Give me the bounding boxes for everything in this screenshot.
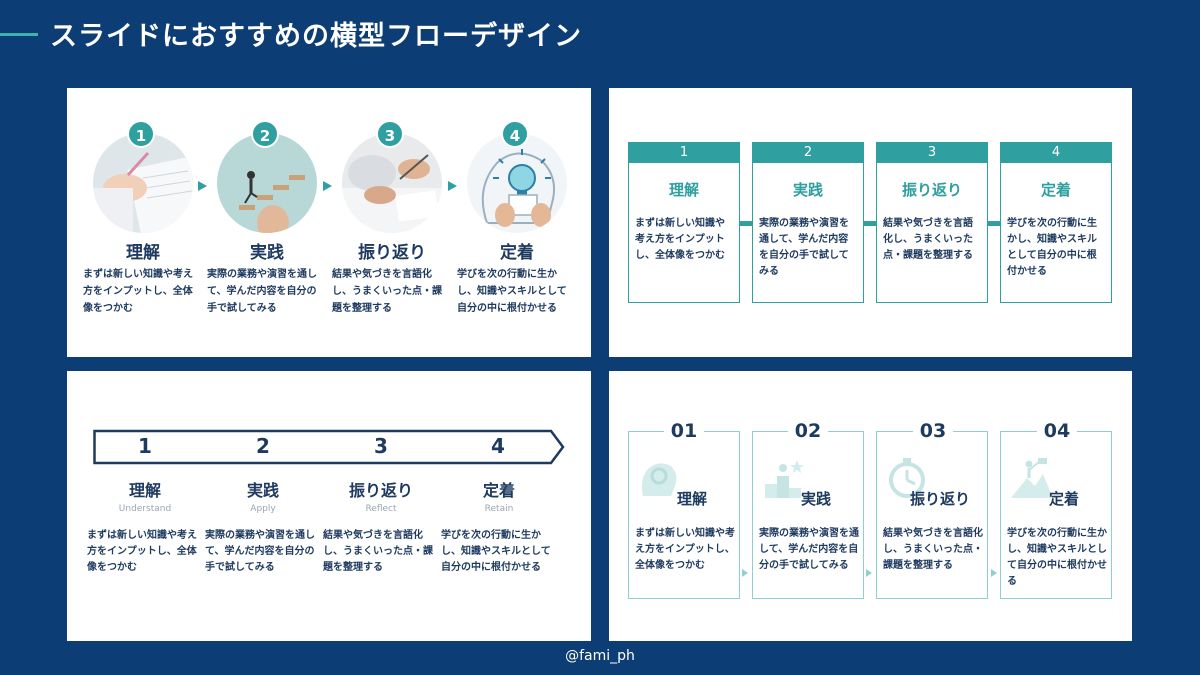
step-number-badge: 2 xyxy=(251,120,279,148)
flow-arrow-icon xyxy=(198,181,207,191)
step-number-bar: 1 xyxy=(629,143,739,163)
step-box-2: 2 実践 実際の業務や演習を通して、学んだ内容を自分の手で試してみる xyxy=(752,142,864,303)
step-number: 1 xyxy=(138,434,152,458)
step-column-3: 振り返り Reflect 結果や気づきを言語化し、うまくいった点・課題を整理する xyxy=(323,477,439,576)
step-english-label: Understand xyxy=(118,504,172,514)
step-description: 結果や気づきを言語化し、うまくいった点・課題を整理する xyxy=(323,530,433,573)
mountain-climber-icon xyxy=(1011,458,1053,498)
title-accent-line xyxy=(0,33,38,36)
step-title: 実践 xyxy=(800,490,831,508)
flow-panel-photo-circles: 1 理解 まずは新しい知識や考え方をインプットし、全体像をつかむ 2 xyxy=(67,88,591,357)
step-number-badge: 4 xyxy=(501,120,529,148)
step-title: 振り返り xyxy=(901,181,962,199)
step-description: 実際の業務や演習を通して、学んだ内容を自分の手で試してみる xyxy=(207,269,317,314)
step-number: 02 xyxy=(788,412,828,450)
step-description: 実際の業務や演習を通して、学んだ内容を自分の手で試してみる xyxy=(205,530,315,573)
step-description: 学びを次の行動に生かし、知識やスキルとして自分の中に根付かせる xyxy=(1007,528,1107,587)
step-title: 定着 xyxy=(1048,490,1079,508)
step-title: 実践 xyxy=(246,481,279,500)
flow-arrow-icon xyxy=(742,569,748,577)
step-description: 結果や気づきを言語化し、うまくいった点・課題を整理する xyxy=(883,218,973,261)
step-english-label: Apply xyxy=(250,504,276,514)
step-number: 4 xyxy=(491,434,505,458)
step-number-badge: 1 xyxy=(127,120,155,148)
step-description: まずは新しい知識や考え方をインプットし、全体像をつかむ xyxy=(87,530,197,573)
step-english-label: Reflect xyxy=(365,504,397,514)
step-number: 04 xyxy=(1037,412,1077,450)
step-box-2: 実践 実際の業務や演習を通して、学んだ内容を自分の手で試してみる xyxy=(752,431,864,599)
podium-star-icon xyxy=(765,460,804,498)
flow-arrow-icon xyxy=(866,569,872,577)
step-number: 3 xyxy=(374,434,388,458)
step-number: 2 xyxy=(256,434,270,458)
box-connector xyxy=(864,221,876,226)
step-description: まずは新しい知識や考え方をインプットし、全体像をつかむ xyxy=(83,269,193,314)
step-title: 理解 xyxy=(668,181,699,199)
flow-arrow-icon xyxy=(991,569,997,577)
step-description: 学びを次の行動に生かし、知識やスキルとして自分の中に根付かせる xyxy=(457,269,567,314)
flow-arrow-icon xyxy=(323,181,332,191)
head-gear-icon xyxy=(641,463,677,496)
step-box-3: 3 振り返り 結果や気づきを言語化し、うまくいった点・課題を整理する xyxy=(876,142,988,303)
step-description: 結果や気づきを言語化し、うまくいった点・課題を整理する xyxy=(883,528,983,571)
step-title: 振り返り xyxy=(348,481,413,500)
step-photo-writing xyxy=(93,133,193,233)
step-box-3: 振り返り 結果や気づきを言語化し、うまくいった点・課題を整理する xyxy=(876,431,988,599)
flow-band-arrow-icon xyxy=(93,429,565,465)
step-title: 理解 xyxy=(128,481,161,500)
step-column-1: 理解 Understand まずは新しい知識や考え方をインプットし、全体像をつか… xyxy=(87,477,203,576)
step-number-badge: 3 xyxy=(376,120,404,148)
step-description: まずは新しい知識や考え方をインプットし、全体像をつかむ xyxy=(635,528,735,571)
step-description: 学びを次の行動に生かし、知識やスキルとして自分の中に根付かせる xyxy=(1007,218,1097,277)
step-english-label: Retain xyxy=(484,504,514,514)
step-number: 01 xyxy=(664,412,704,450)
step-box-1: 理解 まずは新しい知識や考え方をインプットし、全体像をつかむ xyxy=(628,431,740,599)
box-connector xyxy=(988,221,1000,226)
step-title: 定着 xyxy=(500,243,534,263)
step-photo-stairs xyxy=(217,133,317,233)
step-number-bar: 3 xyxy=(877,143,987,163)
page-title: スライドにおすすめの横型フローデザイン xyxy=(50,21,582,52)
step-description: 実際の業務や演習を通して、学んだ内容を自分の手で試してみる xyxy=(759,218,849,277)
flow-arrow-icon xyxy=(448,181,457,191)
step-number: 03 xyxy=(913,412,953,450)
step-title: 理解 xyxy=(676,490,707,508)
step-description: 結果や気づきを言語化し、うまくいった点・課題を整理する xyxy=(332,269,442,314)
step-photo-lightbulb xyxy=(467,133,567,233)
step-number-bar: 2 xyxy=(753,143,863,163)
step-column-4: 定着 Retain 学びを次の行動に生かし、知識やスキルとして自分の中に根付かせ… xyxy=(441,477,557,576)
step-number-bar: 4 xyxy=(1001,143,1111,163)
step-title: 定着 xyxy=(482,481,515,500)
step-photo-review xyxy=(342,133,442,233)
box-connector xyxy=(740,221,752,226)
step-column-2: 実践 Apply 実際の業務や演習を通して、学んだ内容を自分の手で試してみる xyxy=(205,477,321,576)
step-title: 理解 xyxy=(126,243,160,263)
step-description: 実際の業務や演習を通して、学んだ内容を自分の手で試してみる xyxy=(759,528,859,571)
step-description: まずは新しい知識や考え方をインプットし、全体像をつかむ xyxy=(635,218,725,261)
step-title: 振り返り xyxy=(909,490,970,508)
stopwatch-icon xyxy=(889,458,925,498)
step-description: 学びを次の行動に生かし、知識やスキルとして自分の中に根付かせる xyxy=(441,530,551,573)
flow-panel-arrow-band: 1 2 3 4 理解 Understand まずは新しい知識や考え方をインプット… xyxy=(67,371,591,641)
step-title: 実践 xyxy=(250,243,284,263)
author-credit: @fami_ph xyxy=(565,648,635,664)
step-title: 実践 xyxy=(792,181,823,199)
step-box-4: 4 定着 学びを次の行動に生かし、知識やスキルとして自分の中に根付かせる xyxy=(1000,142,1112,303)
flow-panel-boxes: 1 理解 まずは新しい知識や考え方をインプットし、全体像をつかむ 2 実践 実際… xyxy=(609,88,1132,357)
step-title: 定着 xyxy=(1040,181,1071,199)
step-box-1: 1 理解 まずは新しい知識や考え方をインプットし、全体像をつかむ xyxy=(628,142,740,303)
step-box-4: 定着 学びを次の行動に生かし、知識やスキルとして自分の中に根付かせる xyxy=(1000,431,1112,599)
step-title: 振り返り xyxy=(358,243,426,263)
flow-panel-numbered-icons: 01 02 03 04 理解 まずは新しい知識や考え方をインプットし、全体像をつ… xyxy=(609,371,1132,641)
